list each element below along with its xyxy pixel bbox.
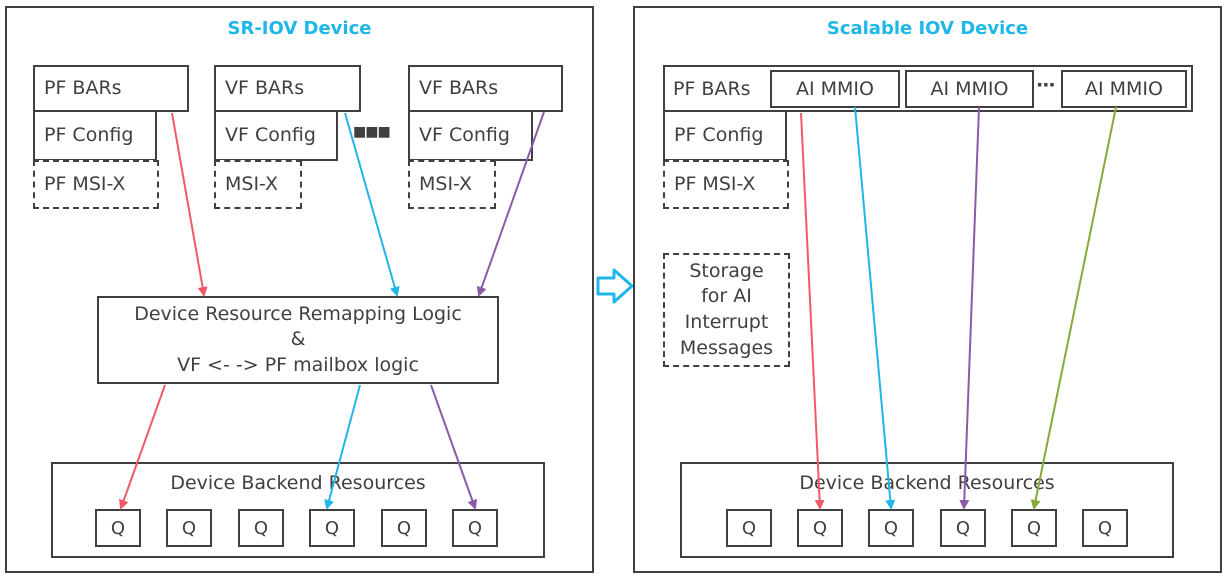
remapping-logic-box: Device Resource Remapping Logic & VF <- … (97, 296, 499, 384)
remap-line-1: Device Resource Remapping Logic (134, 302, 462, 325)
right-queue: Q (1082, 509, 1128, 547)
left-backend-label: Device Backend Resources (170, 472, 426, 494)
right-pf-msix-box: PF MSI-X (663, 160, 789, 209)
right-pf-config-box: PF Config (663, 110, 787, 161)
left-queue: Q (95, 509, 141, 547)
right-backend-label: Device Backend Resources (799, 472, 1055, 494)
vf2-config-box: VF Config (408, 110, 533, 161)
remap-line-2: & (290, 328, 306, 351)
storage-line: Messages (679, 336, 774, 359)
scalable-iov-title: Scalable IOV Device (826, 18, 1029, 39)
sriov-device-title: SR-IOV Device (227, 18, 372, 39)
vf1-bars-box: VF BARs (214, 65, 361, 112)
storage-line: Interrupt (684, 311, 769, 333)
left-queue: Q (238, 509, 284, 547)
vf2-msix-box: MSI-X (408, 160, 496, 209)
ai-mmio-box: AI MMIO (905, 70, 1034, 108)
ai-mmio-box: AI MMIO (1061, 70, 1187, 108)
storage-line: Storage (689, 259, 764, 282)
left-queue: Q (452, 509, 498, 547)
sriov-device-panel (5, 6, 594, 573)
left-queue: Q (166, 509, 212, 547)
remap-line-3: VF <- -> PF mailbox logic (177, 353, 419, 376)
pf-msix-box: PF MSI-X (33, 160, 159, 209)
pf-bars-box: PF BARs (33, 65, 189, 112)
vf-ellipsis: ■■■ (353, 124, 391, 140)
scalable-iov-panel (633, 6, 1222, 573)
vf1-config-box: VF Config (214, 110, 338, 161)
right-queue: Q (797, 509, 843, 547)
ai-mmio-box: AI MMIO (770, 70, 900, 108)
ai-mmio-ellipsis: ··· (1036, 74, 1056, 96)
right-queue: Q (726, 509, 772, 547)
right-pf-bars-label: PF BARs (673, 78, 751, 100)
left-queue: Q (381, 509, 427, 547)
right-queue: Q (868, 509, 914, 547)
vf1-msix-box: MSI-X (214, 160, 302, 209)
storage-line: for AI (701, 285, 752, 308)
vf2-bars-box: VF BARs (408, 65, 563, 112)
ai-interrupt-storage-box: Storage for AI Interrupt Messages (663, 253, 790, 367)
left-queue: Q (309, 509, 355, 547)
right-queue: Q (1011, 509, 1057, 547)
pf-config-box: PF Config (33, 110, 157, 161)
right-queue: Q (940, 509, 986, 547)
